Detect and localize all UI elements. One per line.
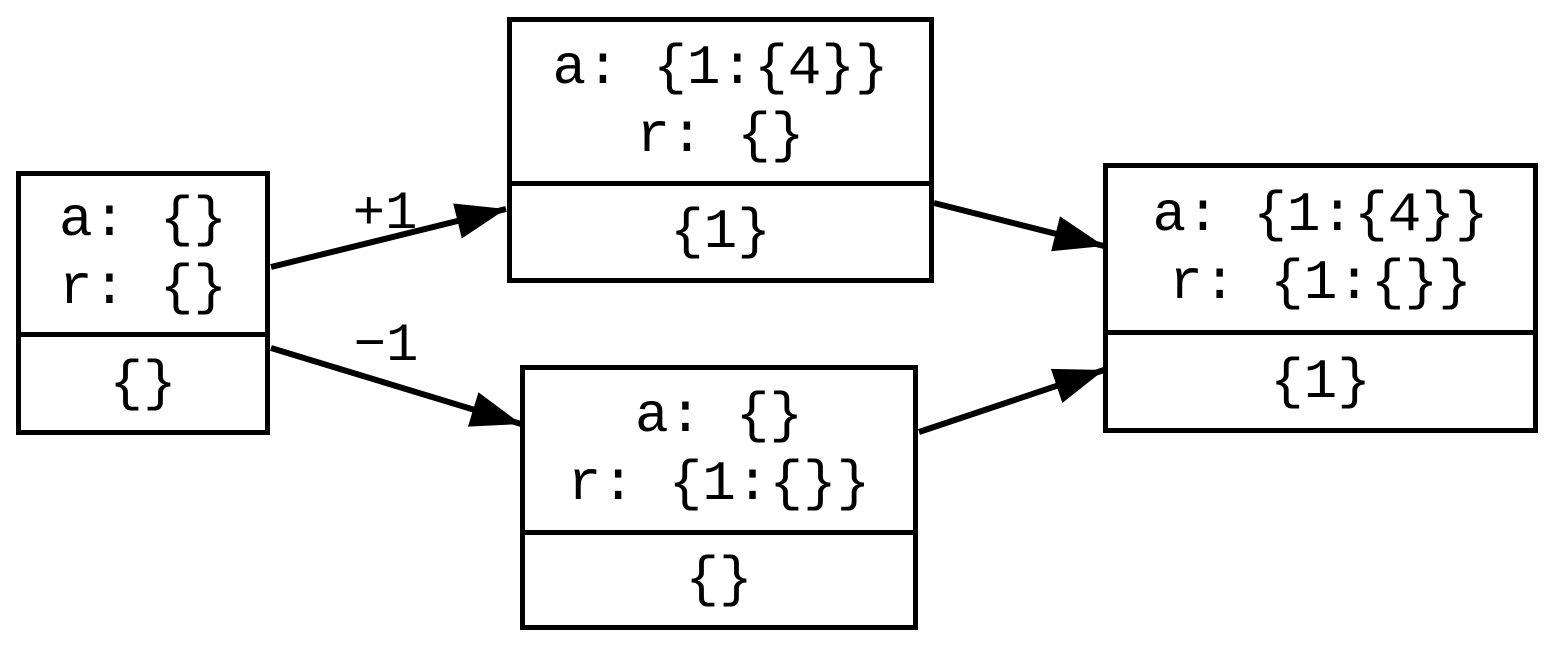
node-after-minus1-fields: a: {} r: {1:{}} [525, 370, 913, 535]
node-after-minus1-value: {} [685, 548, 753, 612]
node-after-plus1-fields: a: {1:{4}} r: {} [512, 22, 929, 186]
node-initial-fields: a: {} r: {} [21, 176, 265, 337]
edge-plus1-to-merged [933, 200, 1105, 252]
field-a: a: {} [58, 188, 228, 252]
node-merged: a: {1:{4}} r: {1:{}} {1} [1103, 163, 1538, 433]
edge-minus1-to-merged [918, 367, 1105, 435]
field-a: a: {} [634, 384, 804, 448]
field-r: r: {1:{}} [1169, 251, 1472, 315]
edge-initial-to-minus1 [270, 345, 522, 427]
field-a: a: {1:{4}} [552, 35, 889, 100]
node-merged-fields: a: {1:{4}} r: {1:{}} [1108, 168, 1533, 335]
edge-label-plus1: +1 [353, 184, 418, 245]
node-after-plus1: a: {1:{4}} r: {} {1} [507, 17, 934, 283]
node-initial-value: {} [109, 351, 177, 416]
edge-label-minus1: −1 [354, 316, 419, 377]
edge-initial-to-plus1 [270, 203, 507, 270]
field-r: r: {} [636, 103, 805, 168]
node-merged-value: {1} [1270, 349, 1371, 414]
field-a: a: {1:{4}} [1152, 183, 1489, 247]
node-after-plus1-value: {1} [670, 200, 771, 264]
node-after-minus1: a: {} r: {1:{}} {} [520, 365, 918, 630]
node-initial: a: {} r: {} {} [16, 171, 270, 435]
field-r: r: {} [58, 256, 228, 320]
field-r: r: {1:{}} [567, 452, 871, 516]
